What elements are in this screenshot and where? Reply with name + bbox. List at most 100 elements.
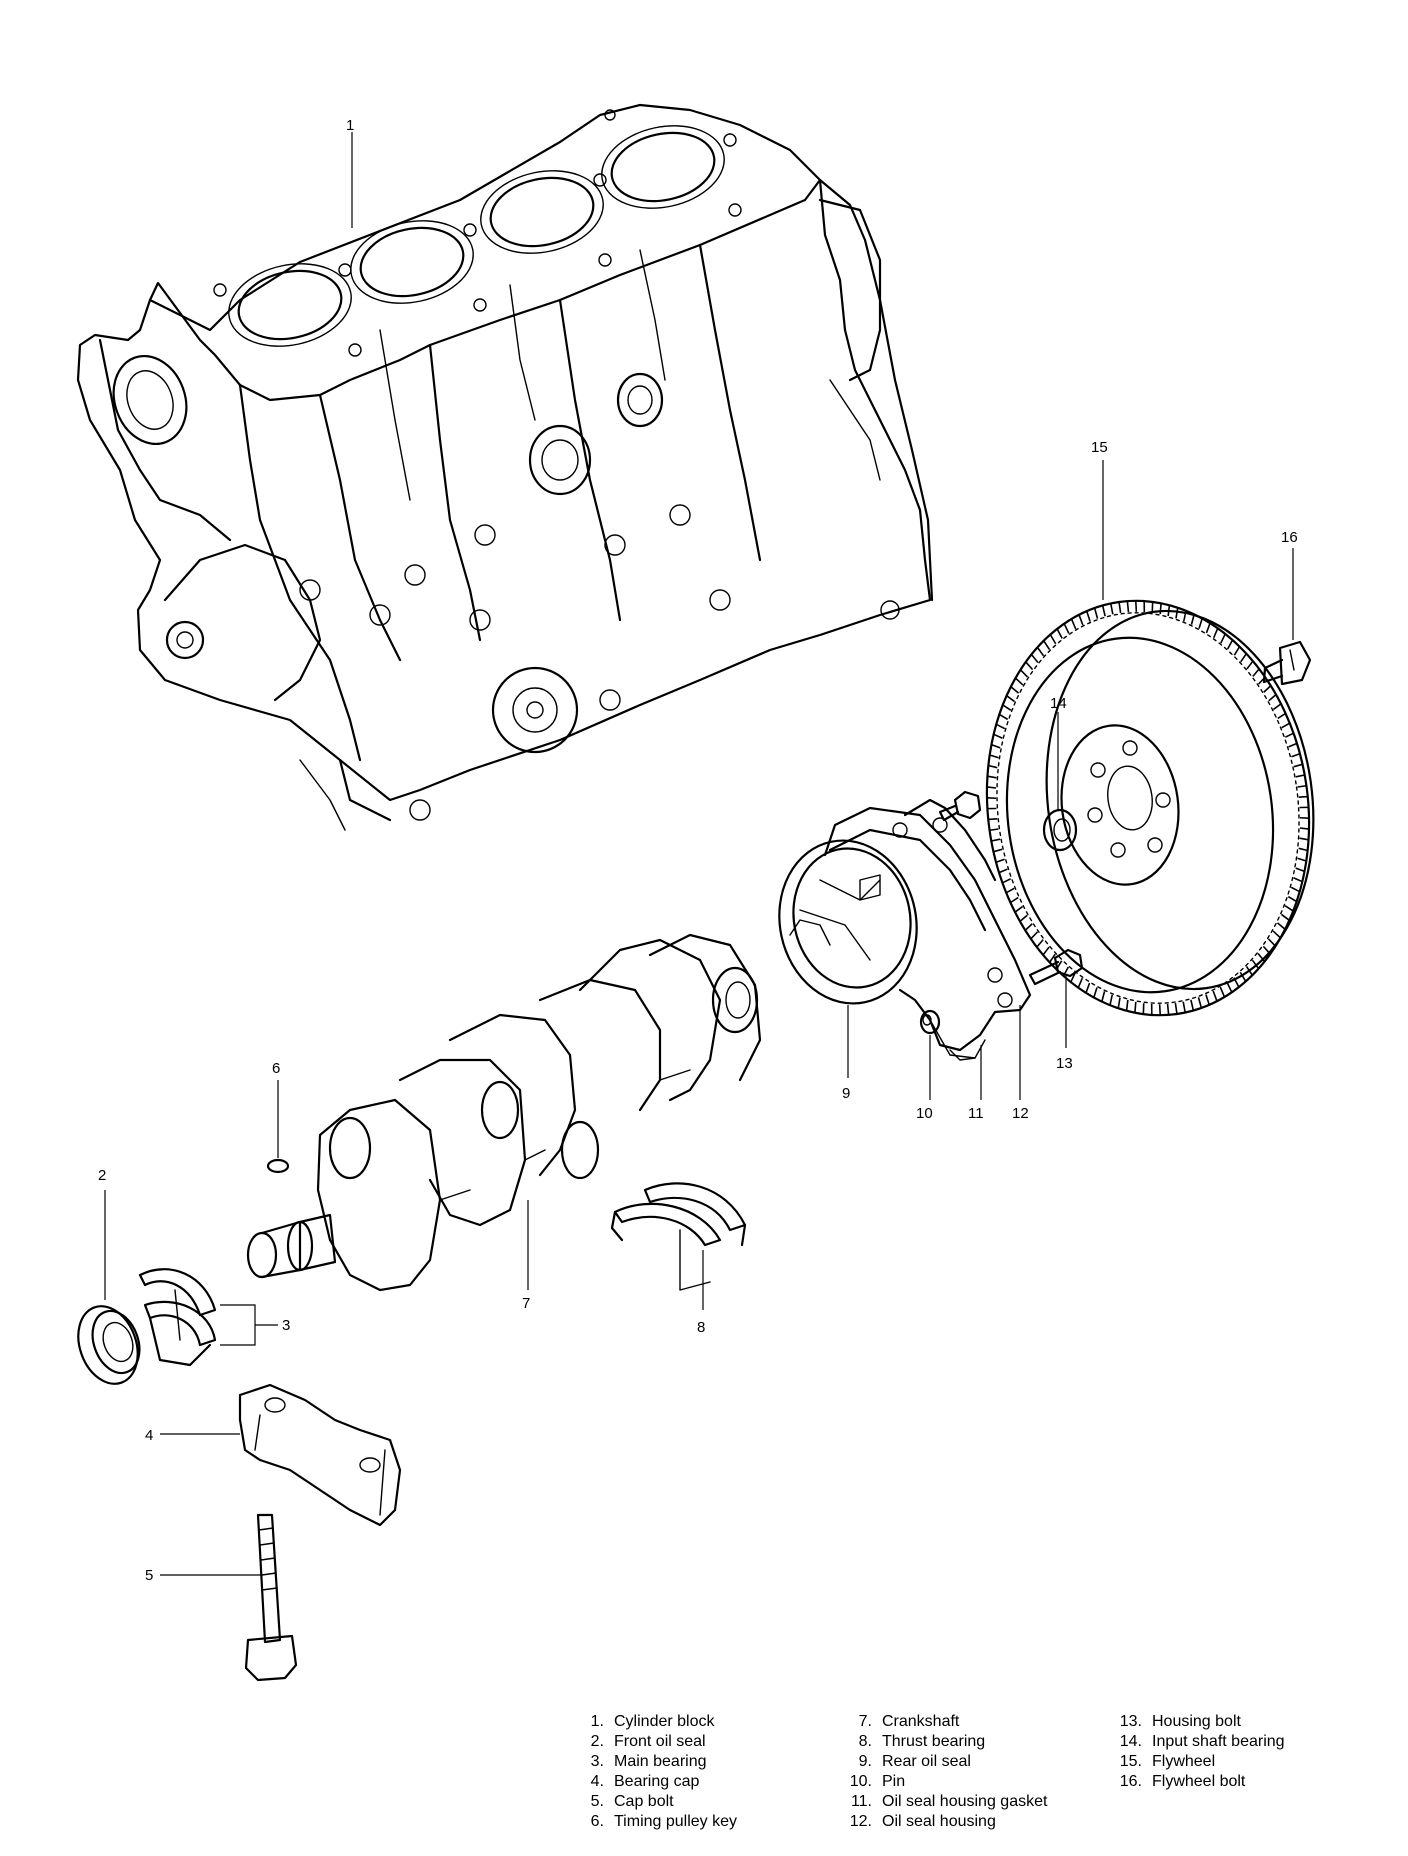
callout-4: 4 bbox=[145, 1427, 153, 1444]
housing-bolt-upper bbox=[938, 790, 982, 822]
ring-gear-tooth bbox=[1268, 694, 1277, 702]
legend-item: 4.Bearing cap bbox=[590, 1773, 700, 1790]
ring-gear-tooth bbox=[1277, 712, 1286, 720]
ring-gear-tooth bbox=[1006, 695, 1016, 703]
legend-item: 7.Crankshaft bbox=[858, 1713, 960, 1730]
ring-gear-tooth bbox=[1262, 945, 1271, 955]
ring-gear-tooth bbox=[1019, 914, 1028, 922]
callout-1: 1 bbox=[346, 117, 354, 134]
ring-gear-tooth bbox=[1048, 953, 1056, 963]
legend-item: 14.Input shaft bearing bbox=[1119, 1733, 1285, 1750]
ring-gear-tooth bbox=[1233, 646, 1241, 656]
ring-gear-tooth bbox=[993, 733, 1003, 739]
legend-item: 15.Flywheel bbox=[1119, 1753, 1216, 1770]
ring-gear-tooth bbox=[1159, 603, 1162, 615]
ring-gear-tooth bbox=[1251, 959, 1260, 970]
legend-column-2: 7.Crankshaft 8.Thrust bearing 9.Rear oil… bbox=[838, 1712, 1048, 1832]
legend-item: 9.Rear oil seal bbox=[858, 1753, 971, 1770]
ring-gear-tooth bbox=[1109, 994, 1114, 1006]
ring-gear-tooth bbox=[1093, 607, 1099, 619]
ring-gear-tooth bbox=[1272, 930, 1282, 939]
ring-gear-tooth bbox=[1284, 732, 1294, 738]
ring-gear-tooth bbox=[1078, 614, 1084, 626]
ring-gear-tooth bbox=[991, 838, 1001, 842]
main-bearing bbox=[138, 1268, 217, 1367]
ring-gear-tooth bbox=[1010, 896, 1019, 904]
flywheel-bolt bbox=[1262, 640, 1312, 686]
ring-gear-tooth bbox=[1212, 627, 1219, 639]
input-shaft-bearing bbox=[1042, 808, 1078, 852]
ring-gear-tooth bbox=[1070, 618, 1077, 630]
crankshaft bbox=[246, 933, 762, 1292]
ring-gear-tooth bbox=[1297, 857, 1307, 862]
ring-gear-tooth bbox=[1110, 603, 1114, 615]
legend-item: 2.Front oil seal bbox=[590, 1733, 706, 1750]
callout-8: 8 bbox=[697, 1319, 705, 1336]
ring-gear-tooth bbox=[1295, 774, 1305, 778]
callout-14: 14 bbox=[1050, 695, 1067, 712]
ring-gear-tooth bbox=[1284, 904, 1294, 912]
ring-gear-tooth bbox=[1056, 628, 1063, 639]
ring-gear-tooth bbox=[1167, 605, 1171, 617]
ring-gear-teeth bbox=[986, 600, 1310, 1016]
ring-gear-tooth bbox=[1002, 878, 1012, 884]
ring-gear-tooth bbox=[1175, 607, 1179, 619]
ring-gear-tooth bbox=[1205, 994, 1211, 1006]
ring-gear-tooth bbox=[1014, 677, 1024, 686]
callout-6: 6 bbox=[272, 1060, 280, 1077]
ring-gear-tooth bbox=[998, 713, 1009, 721]
ring-gear-tooth bbox=[1166, 1003, 1170, 1015]
ring-gear-tooth bbox=[1257, 676, 1266, 685]
ring-gear-tooth bbox=[1190, 614, 1195, 625]
ring-gear-tooth bbox=[1272, 703, 1282, 711]
ring-gear-tooth bbox=[1252, 668, 1260, 677]
legend-item: 16.Flywheel bolt bbox=[1119, 1773, 1246, 1790]
cylinder-block bbox=[76, 103, 934, 831]
callout-leader-3 bbox=[220, 1304, 278, 1346]
ring-gear-tooth bbox=[1190, 999, 1195, 1011]
bearing-cap bbox=[238, 1383, 402, 1527]
rear-oil-seal bbox=[778, 839, 918, 1005]
ring-gear-tooth bbox=[1024, 923, 1033, 931]
ring-gear-tooth bbox=[1042, 946, 1050, 956]
ring-gear-tooth bbox=[1118, 601, 1122, 614]
ring-gear-tooth bbox=[1158, 1004, 1162, 1016]
ring-gear-tooth bbox=[1299, 827, 1310, 830]
front-oil-seal bbox=[77, 1305, 141, 1385]
legend-item: 10.Pin bbox=[849, 1773, 906, 1790]
ring-gear-tooth bbox=[1063, 623, 1070, 634]
ring-gear-tooth bbox=[1212, 990, 1218, 1002]
ring-gear-tooth bbox=[1298, 795, 1308, 799]
legend-item: 5.Cap bolt bbox=[590, 1793, 674, 1810]
ring-gear-tooth bbox=[1246, 660, 1254, 670]
callout-13: 13 bbox=[1056, 1055, 1073, 1072]
timing-pulley-key bbox=[266, 1158, 290, 1174]
callout-7: 7 bbox=[522, 1295, 530, 1312]
ring-gear-tooth bbox=[1240, 653, 1248, 663]
ring-gear-tooth bbox=[1290, 886, 1301, 893]
ring-gear-tooth bbox=[1010, 686, 1020, 694]
legend-item: 6.Timing pulley key bbox=[590, 1813, 738, 1830]
legend-item: 3.Main bearing bbox=[590, 1753, 707, 1770]
ring-gear-tooth bbox=[1298, 847, 1308, 852]
ring-gear-tooth bbox=[1101, 991, 1106, 1002]
legend-item: 8.Thrust bearing bbox=[858, 1733, 986, 1750]
ring-gear-tooth bbox=[1077, 977, 1084, 989]
cap-bolt bbox=[244, 1513, 298, 1682]
callout-2: 2 bbox=[98, 1167, 106, 1184]
ring-gear-tooth bbox=[1293, 877, 1303, 883]
legend-column-3: 13.Housing bolt 14.Input shaft bearing 1… bbox=[1108, 1712, 1285, 1792]
ring-gear-tooth bbox=[1030, 653, 1039, 664]
housing-bolt bbox=[1028, 948, 1084, 986]
ring-gear-tooth bbox=[1093, 987, 1098, 998]
ring-gear-tooth bbox=[1002, 704, 1012, 712]
ring-gear-tooth bbox=[1297, 784, 1307, 788]
callout-15: 15 bbox=[1091, 439, 1108, 456]
ring-gear-tooth bbox=[989, 828, 999, 832]
pin bbox=[919, 1009, 941, 1035]
ring-gear-tooth bbox=[1117, 997, 1121, 1009]
ring-gear-tooth bbox=[989, 754, 999, 759]
ring-gear-tooth bbox=[1182, 1001, 1186, 1013]
callout-9: 9 bbox=[842, 1085, 850, 1102]
